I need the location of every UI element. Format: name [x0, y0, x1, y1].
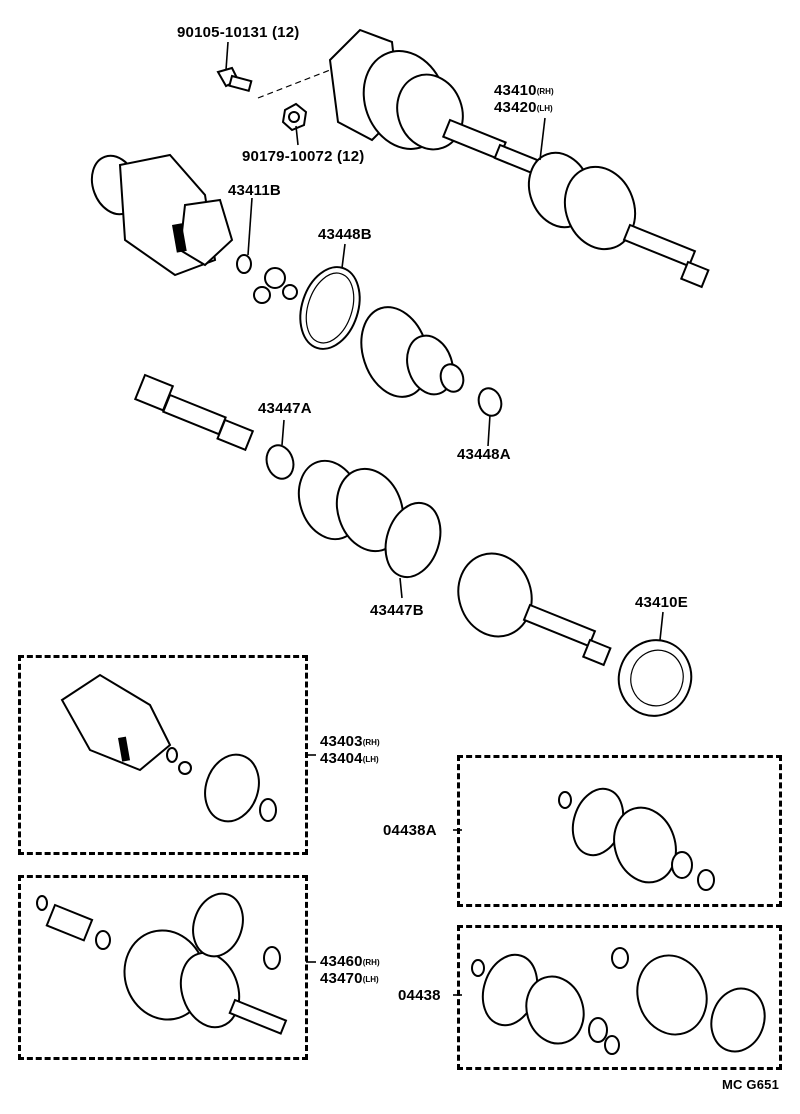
- label-nut-text: 90179-10072 (12): [242, 148, 365, 165]
- label-outboard-joint-lh-suffix: (LH): [362, 975, 379, 984]
- snap-ring-icon: [236, 254, 252, 274]
- label-outboard-joint-lh-text: 43470: [320, 970, 363, 987]
- intermediate-shaft: [133, 373, 255, 452]
- label-nut: 90179-10072 (12): [242, 148, 364, 165]
- inset-boot-kit-drawing: [471, 947, 766, 1055]
- label-inboard-joint-rh: 43403(RH): [320, 733, 380, 751]
- label-outboard-joint-lh: 43470(LH): [320, 970, 379, 988]
- inset-boot-kit-a-drawing: [558, 787, 715, 891]
- label-outboard-joint-rh-text: 43460: [320, 953, 363, 970]
- diagram-code: MC G651: [722, 1076, 779, 1093]
- label-outboard-joint-rh: 43460(RH): [320, 953, 380, 971]
- bolt-icon: [216, 66, 253, 93]
- label-bolt-text: 90105-10131 (12): [177, 24, 300, 41]
- label-shaft-lh: 43420(LH): [494, 99, 553, 117]
- dust-deflector-icon: [617, 639, 693, 717]
- inset-box-boot-kit-a: [457, 755, 782, 907]
- label-inboard-joint-lh-text: 43404: [320, 750, 363, 767]
- label-clamp-b-large: 43448B: [318, 226, 372, 243]
- inset-inboard-joint-drawing: [60, 673, 277, 823]
- nut-icon: [281, 102, 308, 132]
- label-shaft-rh: 43410(RH): [494, 82, 554, 100]
- label-clamp-b-large-text: 43448B: [318, 226, 372, 243]
- boot-icon: [360, 306, 465, 398]
- label-dust-deflector: 43410E: [635, 594, 688, 611]
- label-bolt: 90105-10131 (12): [177, 24, 299, 41]
- label-inboard-joint-rh-suffix: (RH): [362, 738, 380, 747]
- outboard-cv-joint: [457, 552, 612, 667]
- inner-boot-icon: [297, 459, 405, 553]
- label-boot-kit-a: 04438A: [383, 822, 437, 839]
- label-snap-ring-text: 43411B: [228, 182, 281, 199]
- inset-box-inboard-joint: [18, 655, 308, 855]
- label-boot-kit-text: 04438: [398, 987, 441, 1004]
- clamp-inner-large-icon: [384, 501, 442, 579]
- inset-box-outboard-joint: [18, 875, 308, 1060]
- label-clamp-inner-small-text: 43447A: [258, 400, 312, 417]
- clamp-inner-small-icon: [265, 444, 295, 480]
- label-clamp-inner-small: 43447A: [258, 400, 312, 417]
- label-clamp-a-small: 43448A: [457, 446, 511, 463]
- inboard-joint-housing: [90, 153, 234, 277]
- label-inboard-joint-rh-text: 43403: [320, 733, 363, 750]
- label-shaft-lh-suffix: (LH): [536, 104, 553, 113]
- clamp-large-icon: [299, 266, 361, 350]
- label-inboard-joint-lh: 43404(LH): [320, 750, 379, 768]
- drive-shaft-assembly: [328, 28, 710, 289]
- label-outboard-joint-rh-suffix: (RH): [362, 958, 380, 967]
- label-clamp-inner-large-text: 43447B: [370, 602, 424, 619]
- label-shaft-rh-suffix: (RH): [536, 87, 554, 96]
- label-dust-deflector-text: 43410E: [635, 594, 688, 611]
- label-clamp-inner-large: 43447B: [370, 602, 424, 619]
- label-inboard-joint-lh-suffix: (LH): [362, 755, 379, 764]
- label-clamp-a-small-text: 43448A: [457, 446, 511, 463]
- label-shaft-rh-text: 43410: [494, 82, 537, 99]
- clamp-small-icon: [477, 387, 503, 417]
- leader-lines: [225, 41, 664, 996]
- tripod-joint-icon: [253, 267, 298, 304]
- inset-box-boot-kit: [457, 925, 782, 1070]
- label-snap-ring: 43411B: [228, 182, 281, 199]
- label-boot-kit: 04438: [398, 987, 441, 1004]
- diagram-code-text: MC G651: [722, 1077, 780, 1092]
- label-boot-kit-a-text: 04438A: [383, 822, 437, 839]
- label-shaft-lh-text: 43420: [494, 99, 537, 116]
- inset-outboard-joint-drawing: [36, 892, 288, 1035]
